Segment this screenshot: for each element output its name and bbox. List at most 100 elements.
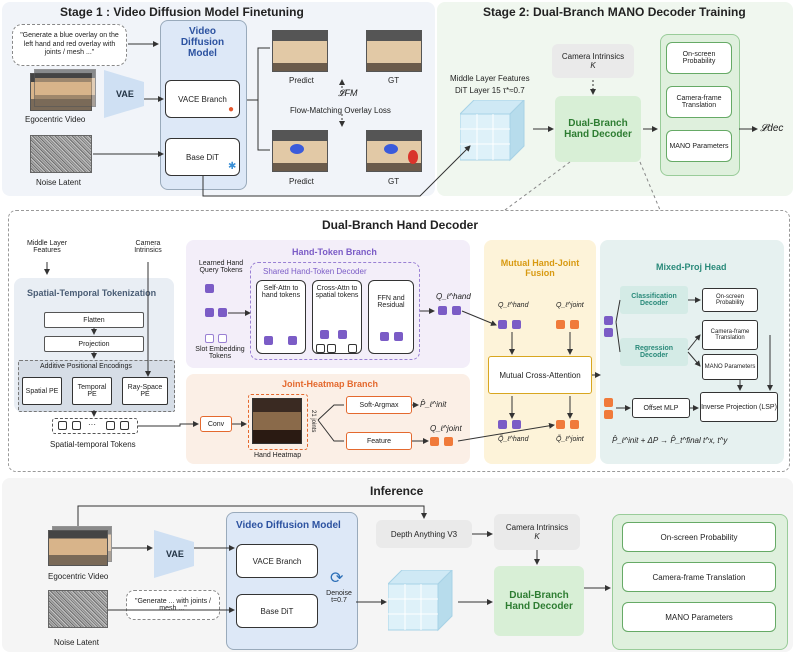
dbhd-cam: Camera Intrinsics [134,240,162,254]
loss-label: Flow-Matching Overlay Loss [290,106,391,115]
reg-box: Regression Decoder [620,338,688,366]
temporal-pe: Temporal PE [72,377,112,405]
predict-top [272,30,328,72]
ego-video-frames-back [34,69,96,107]
cls-box: Classification Decoder [620,286,688,314]
fusion-hand-token [512,320,521,329]
fusion-q-hand: Q_ℓ^hand [498,302,529,309]
mhjf-title: Mutual Hand-Joint Fusion [500,258,580,278]
st-tokens-row [52,418,138,434]
hand-query-token [218,308,227,317]
fusion-joint-token [556,320,565,329]
stage1-prompt: "Generate a blue overlay on the left han… [12,24,127,66]
stage2-feat-label1: Middle Layer Features [450,74,530,83]
st-token [72,421,81,430]
mph-hand-token [604,316,613,325]
ffn-token [380,332,389,341]
fusion-out-joint [556,420,565,429]
joints21-label: 21 joints [310,410,316,433]
inf-vae-label: VAE [166,549,184,559]
noise-label: Noise Latent [36,178,81,187]
mph-onscreen: On-screen Probability [702,288,758,312]
inf-arrows [77,505,611,613]
self-attn-token [264,336,273,345]
stage1-arrows [93,41,345,157]
ffn-token [394,332,403,341]
feature-box: Feature [346,432,412,450]
cross-attn-token [320,330,329,339]
st-token [106,421,115,430]
stage2-out2: Camera-frame Translation [666,86,732,118]
mph-camtrans: Camera-frame Translation [702,320,758,350]
stage2-title: Stage 2: Dual-Branch MANO Decoder Traini… [483,5,746,19]
dbhd-arrows [44,262,773,444]
blue-overlay-gt [384,144,398,154]
inf-vdm-title: Video Diffusion Model [236,520,341,531]
fusion-out-hand [498,420,507,429]
set-label: Slot Embedding Tokens [195,346,245,360]
cross-attn: Cross-Attn to spatial tokens [312,280,362,354]
dbhd-title: Dual-Branch Hand Decoder [322,218,479,232]
vace-branch: VACE Branch [165,80,240,118]
lhq-label: Learned Hand Query Tokens [198,260,244,274]
mph-title: Mixed-Proj Head [656,262,727,272]
ray-pe: Ray-Space PE [122,377,168,405]
inf-basedit: Base DiT [236,594,318,628]
hand-query-token [205,284,214,293]
cam-k: K [590,61,596,70]
mph-joint-token [604,398,613,407]
loss-symbol: 𝓛FM [338,88,358,98]
noise-latent [30,135,92,173]
slot-token [205,334,214,343]
stage2-out3: MANO Parameters [666,130,732,162]
mph-mano: MANO Parameters [702,354,758,380]
vae-label: VAE [116,89,134,99]
stage2-loss: 𝓛dec [760,123,784,134]
stage-connector [202,145,661,210]
mph-formula: P̂_ℓ^init + ΔP → P̂_t^final t^x, t^y [612,436,728,445]
stage2-out1: On-screen Probability [666,42,732,74]
heatmap-frame [248,394,308,450]
mph-joint-token [604,410,613,419]
inf-depth: Depth Anything V3 [376,520,472,548]
fusion-hand-token [498,320,507,329]
gt-bottom-label: GT [388,177,400,186]
conv-box: Conv [200,416,232,432]
stage1-title: Stage 1 : Video Diffusion Model Finetuni… [60,5,304,19]
hand-query-token [205,308,214,317]
q-joint-token [430,437,439,446]
stage2-decoder: Dual-Branch Hand Decoder [555,96,641,162]
gt-top [366,30,422,72]
stt-title: Spatial-Temporal Tokenization [27,288,157,298]
shtd-title: Shared Hand-Token Decoder [263,267,367,276]
jhb-panel [186,374,470,464]
slot-token [218,334,227,343]
vdm-title: Video Diffusion Model [180,26,225,59]
base-dit: Base DiT [165,138,240,176]
inf-ego-label: Egocentric Video [48,572,109,581]
inf-ego-frames [48,530,108,566]
heatmap-image [252,398,302,444]
fire-icon: ● [228,104,235,115]
heatmap-label: Hand Heatmap [254,452,302,459]
ego-label: Egocentric Video [25,115,86,124]
feature-cube [460,100,525,162]
q-hand-label: Q_ℓ^hand [436,292,471,301]
inf-vae-shape [154,530,194,578]
projection-box: Projection [44,336,144,352]
q-joint-token [444,437,453,446]
cross-attn-spatial [327,344,336,353]
cross-attn-token [338,330,347,339]
q-hand-token [452,306,461,315]
cross-attn-spatial [316,344,325,353]
qt-joint-label: Q̃_ℓ^joint [556,436,584,443]
inf-feature-cube [388,570,453,632]
predict-bottom-label: Predict [289,177,314,186]
predict-top-label: Predict [289,76,314,85]
inf-decoder: Dual-Branch Hand Decoder [494,566,584,636]
st-tokens-label: Spatial-temporal Tokens [50,440,136,449]
inf-out2: Camera-frame Translation [622,562,776,592]
denoise-icon: ⟳ [330,570,344,587]
p-init-label: P̂_ℓ^init [420,400,447,409]
